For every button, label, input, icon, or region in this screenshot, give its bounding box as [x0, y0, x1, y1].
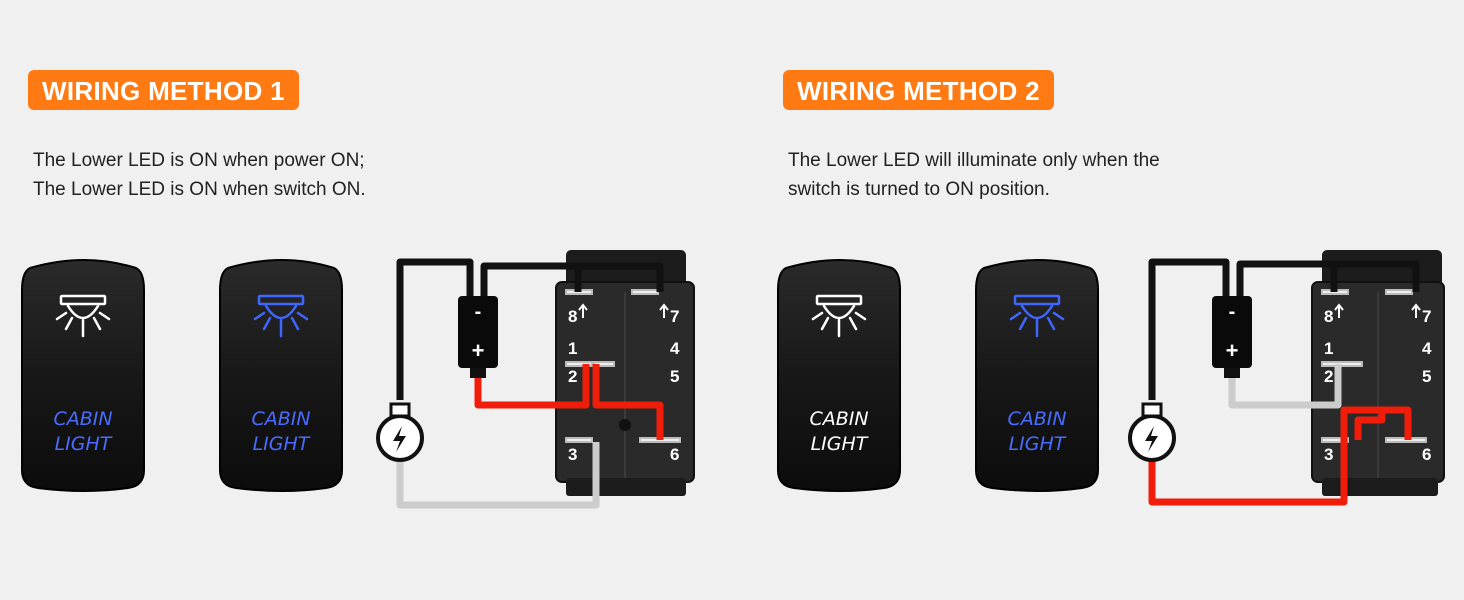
terminal-labels: 8 7 1 4 2 5 3 6 — [568, 303, 680, 464]
description-line: The Lower LED is ON when power ON; — [33, 150, 365, 171]
terminal-6: 6 — [670, 445, 679, 464]
terminal-1: 1 — [568, 339, 577, 358]
terminal-2: 2 — [568, 367, 577, 386]
terminal-8: 8 — [568, 307, 577, 326]
rocker-switch-off: CABIN LIGHT — [777, 259, 901, 492]
switch-label-line1: CABIN — [1007, 408, 1066, 430]
gray-wire — [396, 442, 600, 509]
rocker-switch-on: CABIN LIGHT — [975, 259, 1099, 492]
terminal-6: 6 — [1422, 445, 1431, 464]
gray-wire — [1228, 364, 1342, 409]
terminal-4: 4 — [1422, 339, 1432, 358]
light-bulb-icon — [1128, 402, 1176, 462]
battery: - + — [1212, 296, 1252, 378]
wiring-diagram: CABIN LIGHT CABIN LIGHT — [777, 250, 1445, 506]
switch-label-line2: LIGHT — [811, 433, 869, 455]
terminal-labels: 8 7 1 4 2 5 3 6 — [1324, 303, 1432, 464]
light-bulb-icon — [376, 402, 424, 462]
battery: - + — [458, 296, 498, 378]
switch-label-line2: LIGHT — [253, 433, 311, 455]
red-wire — [1148, 406, 1412, 506]
terminal-5: 5 — [670, 367, 679, 386]
terminal-8: 8 — [1324, 307, 1333, 326]
red-wire — [1354, 410, 1386, 440]
battery-plus: + — [1226, 338, 1239, 363]
wires — [1148, 258, 1420, 506]
cabin-light-icon — [55, 294, 111, 338]
switch-label-line2: LIGHT — [1009, 433, 1067, 455]
method-description: The Lower LED is ON when power ON; The L… — [33, 146, 366, 204]
switch-label-line1: CABIN — [251, 408, 310, 430]
terminal-1: 1 — [1324, 339, 1333, 358]
battery-plus: + — [472, 338, 485, 363]
black-wire — [1236, 260, 1420, 296]
rocker-switch-off: CABIN LIGHT — [21, 259, 145, 492]
terminal-7: 7 — [670, 307, 679, 326]
red-wire — [474, 364, 590, 409]
method-title-badge: WIRING METHOD 1 — [28, 70, 299, 110]
cabin-light-icon — [1009, 294, 1065, 338]
black-wire — [1148, 258, 1230, 400]
description-line: switch is turned to ON position. — [788, 179, 1050, 200]
method-title-badge: WIRING METHOD 2 — [783, 70, 1054, 110]
terminal-3: 3 — [568, 445, 577, 464]
black-wire — [396, 258, 474, 400]
wiring-diagram: CABIN LIGHT CABIN LIGHT — [21, 250, 695, 509]
cabin-light-icon — [253, 294, 309, 338]
battery-minus: - — [475, 301, 482, 323]
rocker-switch-on: CABIN LIGHT — [219, 259, 343, 492]
cabin-light-icon — [811, 294, 867, 338]
switch-label-line1: CABIN — [809, 408, 868, 430]
terminal-3: 3 — [1324, 445, 1333, 464]
switch-label-line1: CABIN — [53, 408, 112, 430]
method-1-panel: WIRING METHOD 1 The Lower LED is ON when… — [21, 70, 695, 509]
terminal-5: 5 — [1422, 367, 1431, 386]
wires — [396, 258, 664, 509]
method-2-panel: WIRING METHOD 2 The Lower LED will illum… — [732, 0, 1464, 600]
description-line: The Lower LED will illuminate only when … — [788, 150, 1160, 171]
switch-label-line2: LIGHT — [55, 433, 113, 455]
battery-minus: - — [1229, 301, 1236, 323]
method-description: The Lower LED will illuminate only when … — [788, 146, 1160, 204]
description-line: The Lower LED is ON when switch ON. — [33, 179, 366, 200]
black-wire — [480, 262, 664, 296]
red-wire — [592, 364, 664, 440]
terminal-7: 7 — [1422, 307, 1431, 326]
terminal-4: 4 — [670, 339, 680, 358]
terminal-2: 2 — [1324, 367, 1333, 386]
